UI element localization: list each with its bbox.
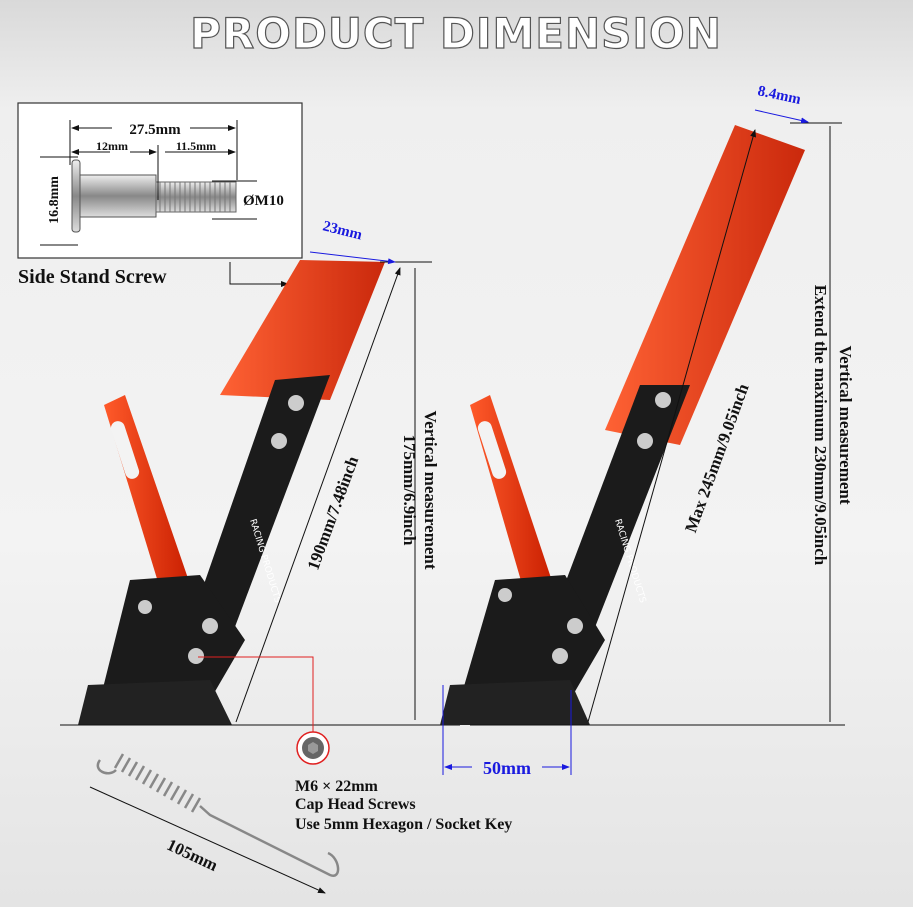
cap-screw-size: M6 × 22mm [295, 778, 379, 795]
cap-screw-type: Cap Head Screws [295, 796, 416, 813]
screw-caption: Side Stand Screw [18, 266, 167, 288]
page-title: PRODUCT DIMENSION [190, 9, 722, 58]
total-length-label: 27.5mm [129, 122, 181, 138]
left-top-width-label: 23mm [321, 218, 364, 243]
left-vertical-label: Vertical measurement [421, 410, 440, 569]
right-top-width-label: 8.4mm [756, 83, 803, 108]
right-side-stand: RACING PRODUCTS [440, 125, 805, 725]
head-length-label: 12mm [96, 139, 128, 153]
spring-length-label: 105mm [164, 835, 221, 875]
cap-screw-callout: M6 × 22mm Cap Head Screws Use 5mm Hexago… [198, 656, 512, 833]
screw-image [71, 159, 237, 233]
left-length-label: 190mm/7.48inch [303, 453, 362, 572]
side-stand-screw-panel: 27.5mm 12mm 11.5mm 16.8mm ØM10 Side Stan… [17, 102, 303, 288]
right-vertical-value: Extend the maximum 230mm/9.05inch [811, 285, 830, 566]
thread-length-label: 11.5mm [176, 139, 216, 153]
left-vertical-value: 175mm/6.9inch [400, 435, 419, 547]
left-side-stand: RACING PRODUCTS [78, 260, 385, 725]
foot-width-label: 50mm [483, 758, 531, 778]
head-diameter-label: 16.8mm [47, 176, 62, 224]
cap-screw-tool: Use 5mm Hexagon / Socket Key [295, 816, 512, 833]
thread-size-label: ØM10 [243, 193, 284, 209]
right-vertical-label: Vertical measurement [836, 345, 855, 504]
